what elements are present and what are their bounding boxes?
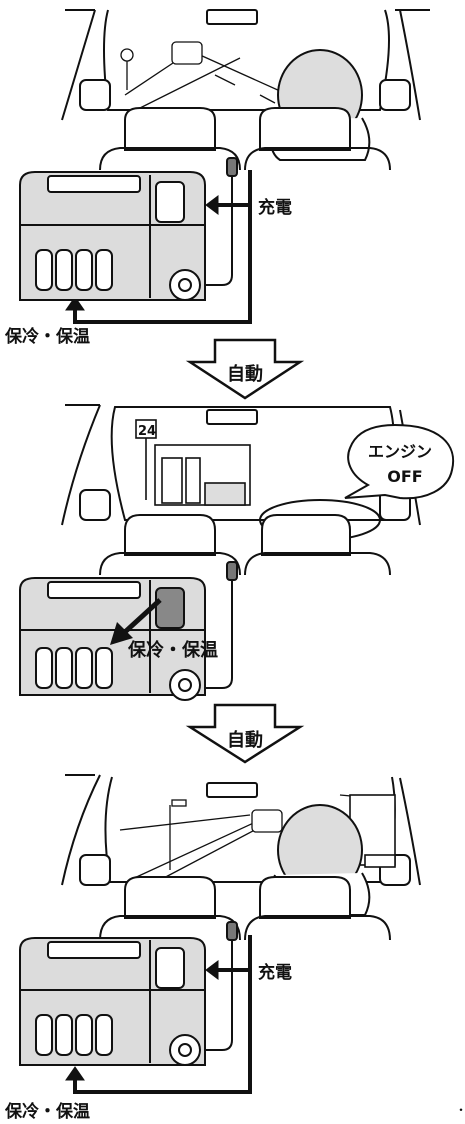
charge-arrow-icon (65, 170, 252, 324)
label-charge-2: 充電 (258, 962, 292, 983)
label-keep-cool-warm-3: 保冷・保温 (4, 1101, 90, 1122)
bottle-icon (35, 1014, 113, 1056)
transition-auto-2: 自動 (227, 729, 263, 751)
windshield-icon (61, 404, 421, 526)
bubble-line1: エンジン (368, 442, 432, 461)
arrow-down-icon: 自動 (185, 703, 305, 764)
panel-driving-charging: 充電 保冷・保温 (4, 9, 430, 347)
power-plug-icon (205, 921, 238, 1051)
bottle-icon (35, 647, 113, 689)
speech-bubble-icon: エンジン OFF (344, 423, 455, 500)
panel-driving-charging-again: 充電 保冷・保温 (4, 774, 421, 1122)
charge-arrow-icon (65, 935, 252, 1094)
label-keep-cool-warm-2: 保冷・保温 (127, 639, 218, 661)
car-interior-icon (61, 9, 430, 121)
bubble-line2: OFF (387, 467, 422, 486)
cooler-box-icon (19, 171, 206, 301)
convenience-store-icon (135, 419, 251, 506)
seat-icon (99, 107, 391, 171)
sign-number: 24 (138, 424, 156, 439)
cooler-box-icon (19, 577, 206, 701)
seat-icon (99, 876, 391, 941)
bottle-icon (35, 249, 113, 291)
power-plug-icon (205, 561, 238, 689)
cooler-box-icon (19, 937, 206, 1066)
footer-mark: ・ (455, 1103, 465, 1117)
transition-auto-1: 自動 (227, 363, 263, 385)
panel-engine-off: 24 エンジン OFF (19, 404, 455, 701)
power-plug-icon (205, 157, 238, 286)
label-keep-cool-warm: 保冷・保温 (4, 326, 90, 347)
road-icon (120, 41, 301, 109)
arrow-down-icon: 自動 (185, 338, 305, 400)
seat-icon (99, 514, 391, 576)
keep-cool-arrow-icon (110, 598, 162, 645)
label-charge: 充電 (258, 197, 292, 218)
